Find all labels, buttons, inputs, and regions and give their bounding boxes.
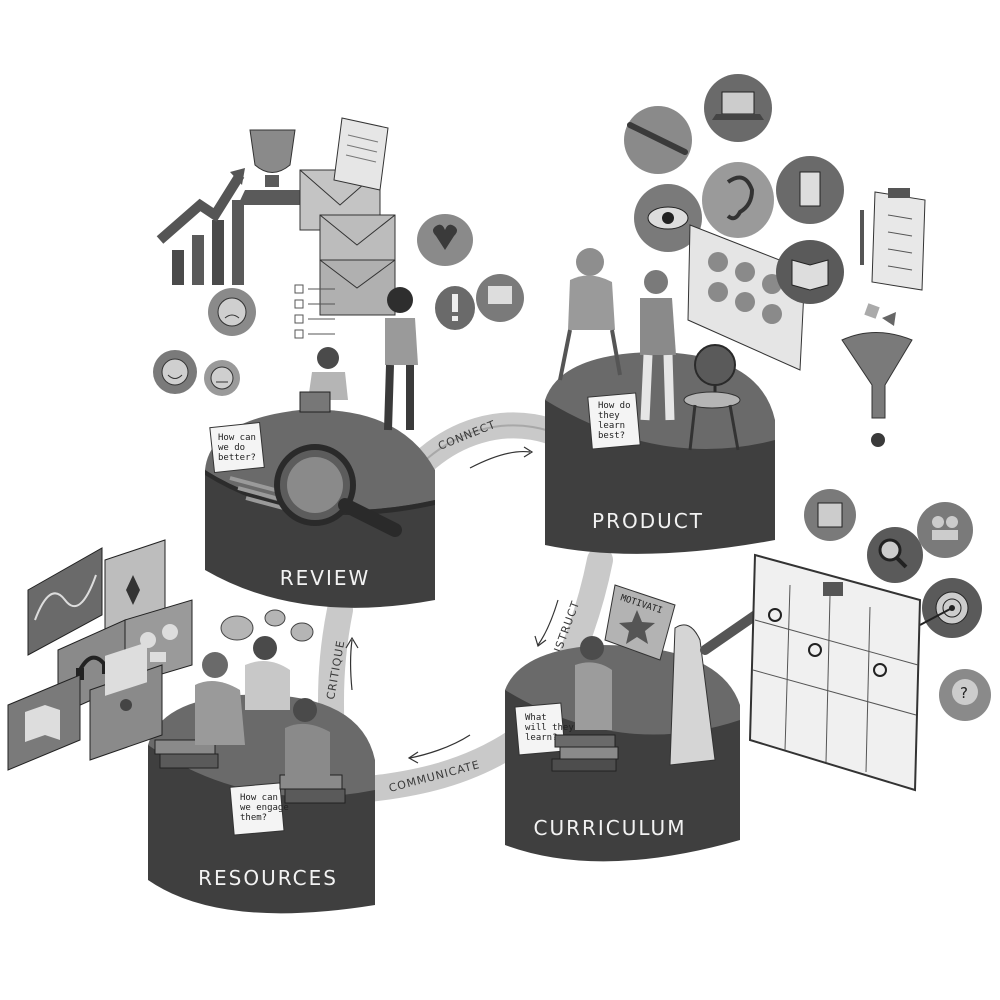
construct-arrow	[537, 599, 559, 646]
product-label: PRODUCT	[592, 509, 704, 533]
product-icons	[624, 74, 926, 447]
ear-icon	[702, 162, 774, 238]
book-icon	[776, 240, 844, 304]
communicate-band	[347, 722, 538, 803]
product-people	[558, 248, 676, 421]
curriculum-label: CURRICULUM	[534, 816, 687, 840]
search-icon	[867, 527, 923, 583]
eye-icon	[634, 184, 702, 252]
clipboard-icon	[871, 188, 926, 291]
envelope-icon	[299, 169, 396, 316]
laptop-icon	[299, 391, 331, 413]
trophy-icon	[238, 129, 308, 205]
heart-icon	[417, 214, 473, 266]
review-label: REVIEW	[280, 566, 371, 590]
curriculum-icons: ?	[748, 489, 991, 792]
product-note	[587, 392, 641, 450]
resources-icons	[7, 539, 193, 771]
book-icon	[7, 674, 81, 771]
neutral-face-icon	[204, 360, 240, 396]
svg-text:?: ?	[960, 684, 968, 702]
document-icon	[333, 117, 389, 191]
chart-icon	[27, 547, 103, 656]
motivation-sign: MOTIVATI	[604, 584, 676, 661]
book-stack	[551, 734, 619, 772]
curriculum-note	[514, 702, 566, 756]
checklist-icon	[294, 284, 335, 339]
planning-board	[748, 553, 922, 792]
pencil-icon	[624, 106, 692, 174]
review-icons	[153, 117, 524, 431]
speech-bubble-icon	[476, 274, 524, 322]
connect-arrow	[469, 450, 531, 469]
video-icon	[89, 642, 163, 761]
laptop-icon	[704, 74, 772, 142]
globe-icon	[683, 344, 741, 451]
question-icon: ?	[939, 669, 991, 721]
magnifier-icon	[274, 444, 402, 537]
presentation-board	[687, 224, 806, 371]
funnel-icon	[841, 303, 913, 447]
exclamation-icon	[435, 286, 475, 330]
communicate-arrow	[409, 734, 471, 759]
star-icon	[619, 610, 655, 644]
tablet-icon	[776, 156, 844, 224]
target-icon	[919, 578, 982, 638]
puzzle-icon	[804, 489, 856, 541]
sad-face-icon	[208, 288, 256, 336]
resources-label: RESOURCES	[198, 866, 338, 890]
thought-bubbles	[220, 609, 314, 642]
critique-arrow	[349, 639, 353, 691]
team-icon	[917, 502, 973, 558]
resources-note	[229, 782, 285, 836]
happy-face-icon	[153, 350, 197, 394]
review-note	[209, 421, 265, 474]
growth-chart-icon	[156, 168, 245, 285]
